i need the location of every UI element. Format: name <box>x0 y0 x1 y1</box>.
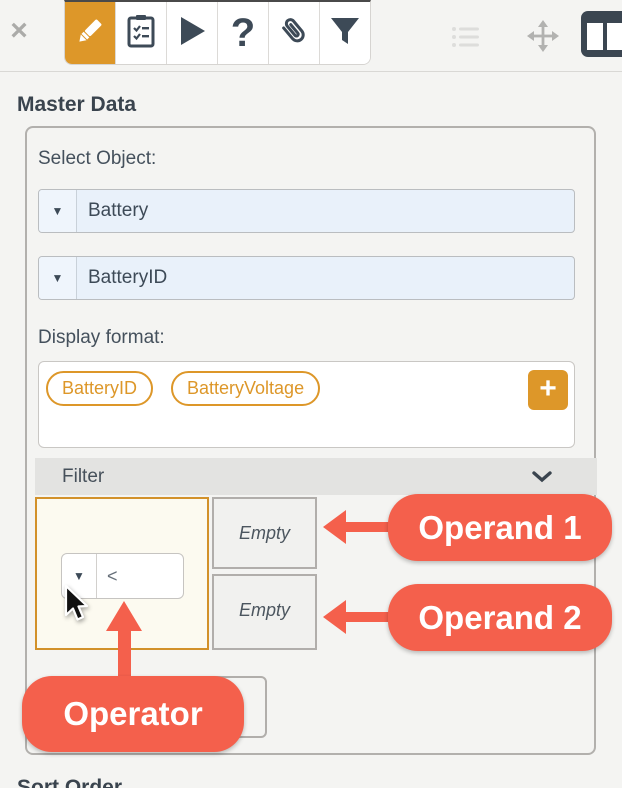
play-icon <box>177 15 207 52</box>
page-title: Master Data <box>17 93 137 116</box>
operand2-callout: Operand 2 <box>388 584 612 651</box>
edit-button[interactable] <box>65 2 116 64</box>
operator-value: < <box>107 565 118 586</box>
operand2-cell[interactable]: Empty <box>212 574 317 650</box>
next-section-heading: Sort Order <box>17 776 123 788</box>
question-icon: ? <box>230 11 256 55</box>
format-tag[interactable]: BatteryID <box>46 371 154 406</box>
operand1-callout: Operand 1 <box>388 494 612 561</box>
format-tag[interactable]: BatteryVoltage <box>171 371 321 406</box>
display-format-label: Display format: <box>38 327 165 348</box>
operator-dropdown[interactable]: ▼ < <box>61 553 184 599</box>
object-dropdown[interactable]: ▼ Battery <box>38 189 575 233</box>
operand1-arrow-icon <box>323 510 346 544</box>
add-field-button[interactable]: + <box>528 370 568 410</box>
filter-section-header[interactable]: Filter <box>35 458 597 495</box>
mouse-cursor-icon <box>62 584 92 630</box>
columns-icon[interactable] <box>581 11 622 62</box>
close-icon[interactable]: × <box>10 14 28 47</box>
operand1-arrow-stem <box>344 522 394 532</box>
toolbar: ? <box>64 0 371 65</box>
operator-arrow-stem <box>118 628 131 680</box>
operand2-value: Empty <box>238 600 290 620</box>
operand1-callout-label: Operand 1 <box>418 508 582 546</box>
run-button[interactable] <box>167 2 218 64</box>
dropdown-arrow-button[interactable]: ▼ <box>39 190 77 232</box>
help-button[interactable]: ? <box>218 2 269 64</box>
dropdown-arrow-button[interactable]: ▼ <box>39 257 77 299</box>
operand1-value: Empty <box>238 523 290 543</box>
operand2-arrow-icon <box>323 600 346 634</box>
operator-callout: Operator <box>22 676 244 752</box>
operand2-callout-label: Operand 2 <box>418 598 582 636</box>
triangle-down-icon: ▼ <box>73 569 85 583</box>
triangle-down-icon: ▼ <box>51 271 64 285</box>
list-icon <box>452 26 480 48</box>
operand1-cell[interactable]: Empty <box>212 497 317 569</box>
master-data-group-box <box>25 126 596 755</box>
move-icon[interactable] <box>527 20 559 57</box>
dropdown-arrow-button[interactable]: ▼ <box>62 554 97 598</box>
field-dropdown-value: BatteryID <box>88 267 168 288</box>
checklist-button[interactable] <box>116 2 167 64</box>
chevron-down-icon <box>532 470 552 488</box>
operator-arrow-icon <box>106 601 142 631</box>
select-object-label: Select Object: <box>38 148 157 169</box>
pencil-icon <box>74 15 106 52</box>
field-dropdown[interactable]: ▼ BatteryID <box>38 256 575 300</box>
attachments-button[interactable] <box>269 2 320 64</box>
filter-button[interactable] <box>320 2 370 64</box>
funnel-icon <box>329 15 361 52</box>
triangle-down-icon: ▼ <box>51 204 64 218</box>
operator-callout-label: Operator <box>63 695 203 732</box>
filter-header-label: Filter <box>62 465 105 487</box>
operand2-arrow-stem <box>344 612 394 622</box>
toolbar-divider <box>0 71 622 72</box>
clipboard-checklist-icon <box>126 14 156 53</box>
object-dropdown-value: Battery <box>88 200 149 221</box>
paperclip-icon <box>277 14 311 53</box>
